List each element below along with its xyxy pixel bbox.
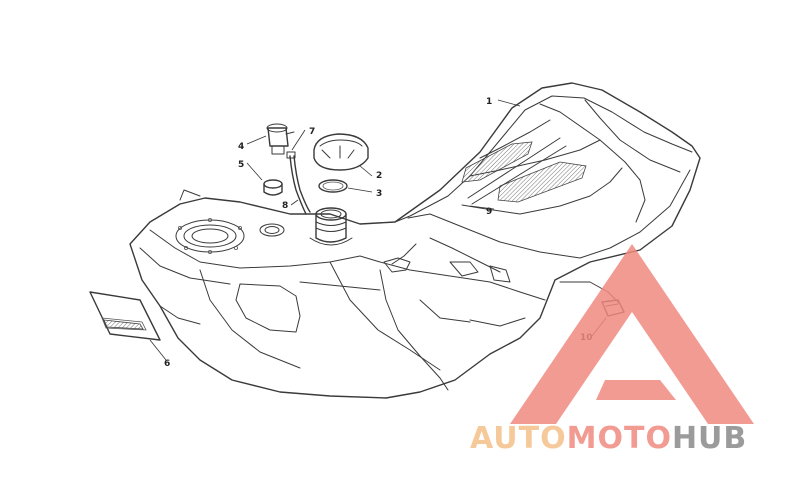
- callout-7: 7: [309, 127, 315, 137]
- o-ring: [318, 179, 348, 193]
- logo-triangle-icon: [510, 244, 754, 424]
- fuel-cap: [313, 133, 369, 171]
- vent-hose: [286, 151, 311, 215]
- logo-text-moto: MOTO: [567, 421, 672, 456]
- grommet: [263, 179, 283, 196]
- callout-3: 3: [376, 189, 382, 199]
- filler-neck: [309, 207, 353, 246]
- fuel-sender: [266, 123, 295, 155]
- logo-text-hub: HUB: [672, 421, 747, 456]
- callout-labels: 1 2 3 4 5 6 7 8 9 10: [164, 97, 593, 369]
- automotohub-logo: AUTOMOTOHUB: [470, 244, 754, 456]
- callout-2: 2: [376, 171, 382, 181]
- logo-g-mark-icon: [596, 380, 676, 400]
- fuel-pump-flange: [175, 217, 245, 254]
- callout-6: 6: [164, 359, 170, 369]
- callout-5: 5: [238, 160, 244, 170]
- callout-9: 9: [486, 207, 492, 217]
- logo-text-auto: AUTO: [470, 421, 567, 456]
- decal-sheet: [89, 291, 161, 341]
- callout-1: 1: [486, 97, 492, 107]
- callout-4: 4: [238, 142, 244, 152]
- grommet-socket: [259, 223, 285, 237]
- callout-8: 8: [282, 201, 288, 211]
- fuel-tank: [129, 82, 701, 399]
- logo-text: AUTOMOTOHUB: [470, 421, 747, 456]
